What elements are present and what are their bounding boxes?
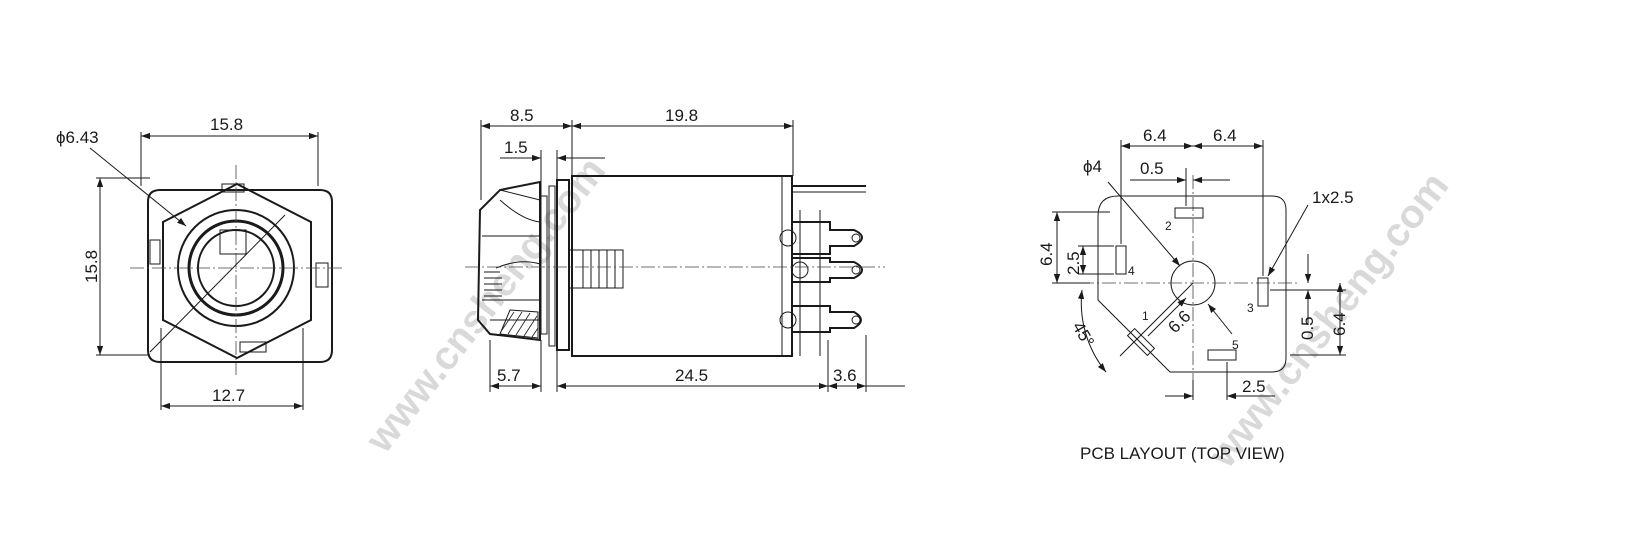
side-dim-pins-label: 3.6 <box>833 366 857 385</box>
side-plug-stub <box>582 249 624 289</box>
pcb-pad-5 <box>1207 349 1237 361</box>
side-hatch-lines <box>501 311 539 338</box>
front-hex-nut <box>162 182 312 360</box>
side-main-body <box>571 175 793 357</box>
front-dia-leader <box>89 147 187 227</box>
pcb-pad-3 <box>1257 277 1269 307</box>
pcb-pad-4 <box>1115 245 1127 275</box>
pcb-dim-radius-line <box>1147 297 1187 337</box>
pcb-slot-leader <box>1267 204 1309 277</box>
watermark-left: www.cnsheng.com <box>357 149 614 461</box>
front-view: ϕ6.43 15.8 15.8 12.7 <box>56 115 345 410</box>
pcb-dim-angle-label: 45° <box>1069 319 1098 351</box>
pcb-caption: PCB LAYOUT (TOP VIEW) <box>1080 444 1285 463</box>
front-dim-bottom-label: 12.7 <box>212 386 245 405</box>
front-tab-bottom <box>239 341 267 353</box>
pcb-dim-right-height-label: 6.4 <box>1330 312 1349 336</box>
pcb-outline <box>1097 195 1287 373</box>
pcb-diag-45 <box>1119 282 1194 357</box>
pcb-dim-offset-label: 0.5 <box>1140 159 1164 178</box>
pcb-dim-bottom-label: 2.5 <box>1242 377 1266 396</box>
side-flange-1 <box>540 195 548 335</box>
pcb-dim-right-spacing-label: 6.4 <box>1213 126 1237 145</box>
side-flange-3 <box>556 179 570 351</box>
pcb-dim-right-offset-label: 0.5 <box>1298 316 1317 340</box>
pcb-pin-label-1: 1 <box>1142 309 1149 323</box>
front-body-outline <box>147 189 333 363</box>
pcb-pin-label-3: 3 <box>1247 301 1254 315</box>
pcb-pin-label-2: 2 <box>1165 219 1172 233</box>
side-dim-flange-label: 1.5 <box>504 138 528 157</box>
front-tab-right <box>315 262 329 288</box>
side-plug-grip <box>590 250 616 288</box>
pcb-hole-leader <box>1107 181 1181 267</box>
side-terminals <box>779 185 866 356</box>
side-nut-curve1 <box>499 199 541 223</box>
side-flange-2 <box>548 185 556 347</box>
side-nut-line1 <box>499 189 541 201</box>
side-dim-length-label: 24.5 <box>675 366 708 385</box>
pcb-radius-leader-b <box>1207 303 1233 335</box>
side-dim-front-label: 8.5 <box>510 106 534 125</box>
pcb-dim-pin4-label: 2.5 <box>1064 251 1083 275</box>
pcb-hole-dia-label: ϕ4 <box>1083 157 1102 176</box>
side-nut-threads <box>484 271 502 297</box>
front-dim-top-label: 15.8 <box>210 115 243 134</box>
pcb-dim-left-spacing-label: 6.4 <box>1143 126 1167 145</box>
pcb-slot-label: 1x2.5 <box>1312 188 1354 207</box>
pcb-dim-left-height-label: 6.4 <box>1037 242 1056 266</box>
side-dim-body-label: 19.8 <box>665 106 698 125</box>
pcb-layout: 1 2 3 4 5 6.4 6.4 0.5 ϕ4 1x2.5 6.4 2.5 <box>1037 126 1354 463</box>
front-contact <box>219 229 247 255</box>
front-diag <box>149 214 286 353</box>
side-hatch-region <box>499 309 539 339</box>
pcb-dim-radius-label: 6.6 <box>1164 307 1194 337</box>
front-tab-left <box>149 239 161 265</box>
pcb-pin-label-4: 4 <box>1128 264 1135 278</box>
pcb-angle-arc <box>1077 289 1107 373</box>
front-tab-top <box>221 183 245 193</box>
watermark-right: www.cnsheng.com <box>1200 164 1457 476</box>
pcb-pin-label-5: 5 <box>1232 338 1239 352</box>
side-nut-curve2 <box>495 261 541 269</box>
front-dia-label: ϕ6.43 <box>56 128 99 147</box>
pcb-pad-1 <box>1126 327 1156 357</box>
side-dim-nut-label: 5.7 <box>497 366 521 385</box>
front-dim-left-label: 15.8 <box>82 250 101 283</box>
pcb-pad-2 <box>1174 207 1204 219</box>
side-view: 8.5 19.8 1.5 5.7 24.5 3.6 <box>465 106 905 392</box>
